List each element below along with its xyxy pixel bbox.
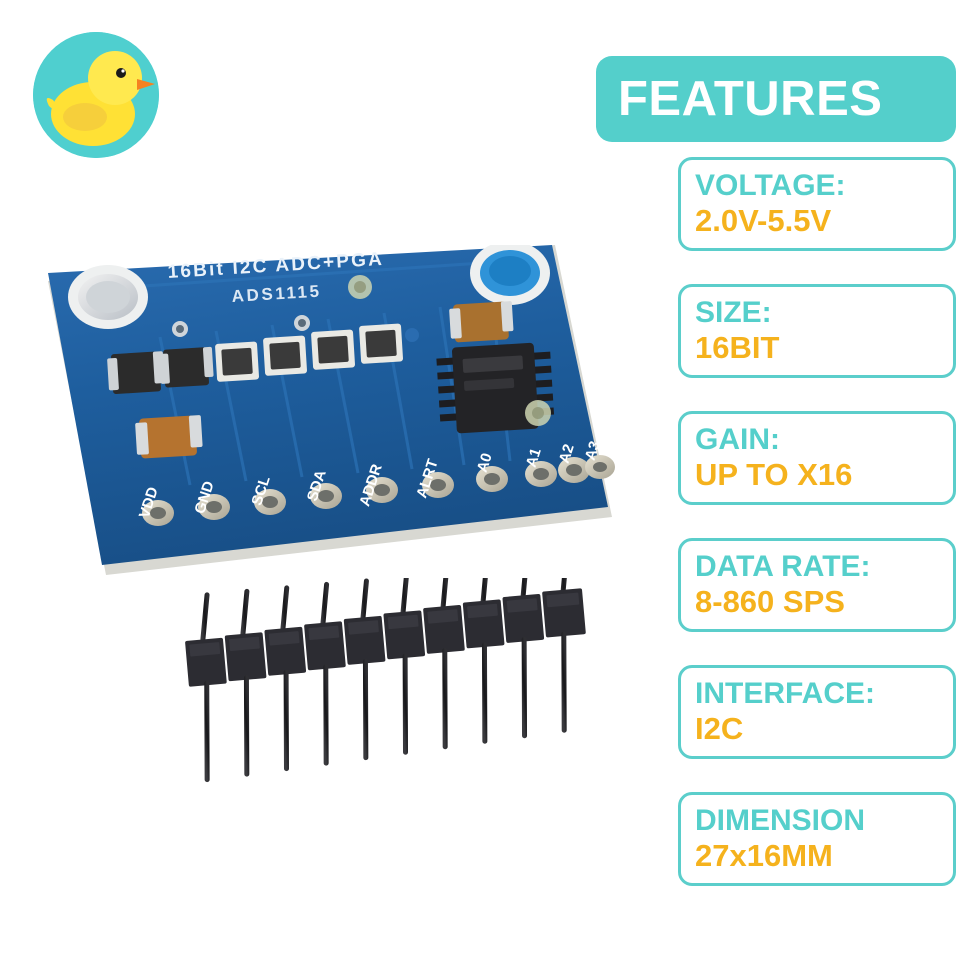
pin-a1: A1 bbox=[523, 446, 557, 487]
pin-label: A1 bbox=[523, 446, 545, 470]
pin-header-illustration bbox=[185, 578, 586, 783]
pin-label: A3 bbox=[582, 439, 604, 463]
ads1115-pcb-module: 16Bit I2C ADC+PGA ADS1115 bbox=[40, 245, 620, 585]
pin-gnd: GND bbox=[191, 479, 230, 520]
feature-value: 16BIT bbox=[695, 329, 780, 365]
feature-label: SIZE: bbox=[695, 296, 772, 329]
features-header-banner: FEATURES bbox=[596, 56, 956, 142]
feature-card-data-rate: DATA RATE: 8-860 SPS bbox=[678, 538, 956, 632]
feature-label: GAIN: bbox=[695, 423, 780, 456]
pin-a2: A2 bbox=[556, 442, 590, 483]
pin-a0: A0 bbox=[474, 451, 508, 492]
feature-card-size: SIZE: 16BIT bbox=[678, 284, 956, 378]
mounting-hole-left bbox=[68, 265, 148, 329]
feature-label: DATA RATE: bbox=[695, 550, 871, 583]
feature-card-interface: INTERFACE: I2C bbox=[678, 665, 956, 759]
feature-value: 27x16MM bbox=[695, 837, 833, 873]
features-panel: FEATURES VOLTAGE: 2.0V-5.5V SIZE: 16BIT … bbox=[596, 56, 956, 912]
feature-card-gain: GAIN: UP TO X16 bbox=[678, 411, 956, 505]
feature-value: UP TO X16 bbox=[695, 456, 853, 492]
pin-label: A2 bbox=[556, 442, 578, 466]
pcb-illustration: 16Bit I2C ADC+PGA ADS1115 bbox=[48, 245, 615, 575]
feature-card-voltage: VOLTAGE: 2.0V-5.5V bbox=[678, 157, 956, 251]
pin-header-strip bbox=[180, 578, 630, 800]
feature-card-dimension: DIMENSION 27x16MM bbox=[678, 792, 956, 886]
feature-value: 8-860 SPS bbox=[695, 583, 845, 619]
ads1115-ic-chip bbox=[436, 342, 555, 434]
feature-value: I2C bbox=[695, 710, 744, 746]
feature-value: 2.0V-5.5V bbox=[695, 202, 832, 238]
pin-a3: A3 bbox=[582, 439, 615, 479]
feature-label: VOLTAGE: bbox=[695, 169, 846, 202]
features-title: FEATURES bbox=[618, 71, 883, 126]
pin-label: A0 bbox=[474, 451, 496, 475]
pin-row: VDD GND SCL SDA bbox=[136, 439, 615, 526]
mounting-hole-right bbox=[470, 245, 550, 305]
feature-label: INTERFACE: bbox=[695, 677, 875, 710]
brand-logo bbox=[33, 32, 159, 158]
smd-components bbox=[107, 301, 514, 459]
feature-label: DIMENSION bbox=[695, 804, 866, 837]
pin-sda: SDA bbox=[304, 468, 342, 509]
rubber-duck-icon bbox=[33, 32, 159, 158]
